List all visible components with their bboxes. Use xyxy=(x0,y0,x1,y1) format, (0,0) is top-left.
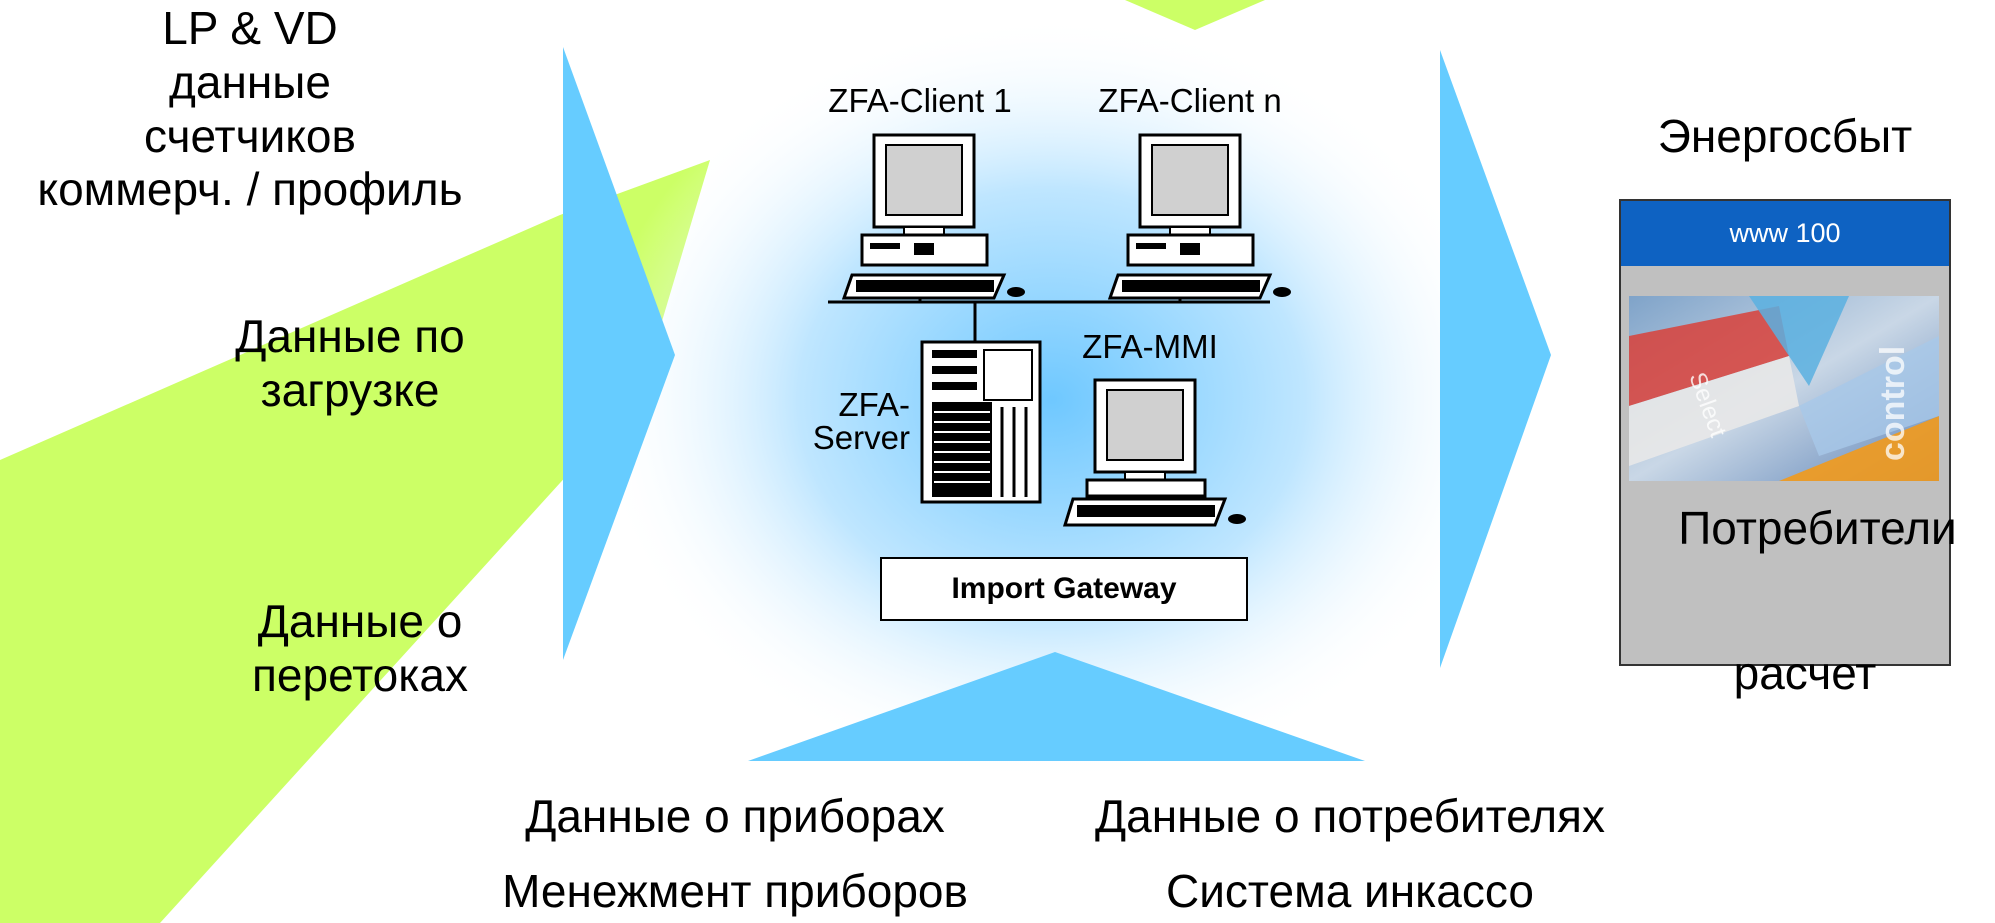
green-beam xyxy=(0,160,710,923)
computer-client1-icon xyxy=(841,133,1025,300)
meter-data-line-3: счетчиков xyxy=(144,109,356,162)
load-data-line-1: Данные по xyxy=(235,310,465,362)
meter-data-line-2: данные xyxy=(169,55,331,108)
green-wedge-top xyxy=(1125,0,1265,30)
import-gateway-label: Import Gateway xyxy=(951,572,1177,605)
www-panel: www 100 Select control xyxy=(1619,199,1951,666)
clientn-label: ZFA-Client n xyxy=(1098,82,1282,119)
billing-label: расчет xyxy=(1733,647,1877,699)
product-image: Select control xyxy=(1629,296,1939,481)
consumers-data-label: Данные о потребителях xyxy=(1095,790,1605,842)
image-word-control: control xyxy=(1874,346,1912,461)
left-arrow xyxy=(563,47,675,660)
collection-label: Система инкассо xyxy=(1166,865,1534,917)
client1-label: ZFA-Client 1 xyxy=(828,82,1012,119)
computer-mmi-icon xyxy=(1062,378,1246,527)
blue-glow xyxy=(592,15,1512,785)
load-data-label: Данные по загрузке xyxy=(200,310,500,418)
computer-clientn-icon xyxy=(1107,133,1291,300)
flow-data-line-1: Данные о xyxy=(257,595,463,647)
meter-data-label: LP & VD данные счетчиков коммерч. / проф… xyxy=(0,2,500,217)
devices-data-label: Данные о приборах xyxy=(525,790,945,842)
www-bar: www 100 xyxy=(1621,201,1949,266)
load-data-line-2: загрузке xyxy=(260,363,440,416)
mmi-label: ZFA-MMI xyxy=(1082,328,1218,365)
flow-data-line-2: перетоках xyxy=(252,648,468,701)
import-gateway-box: Import Gateway xyxy=(880,557,1248,621)
server-label: ZFA- Server xyxy=(780,388,910,454)
energosbyt-label: Энергосбыт xyxy=(1657,110,1913,162)
right-arrow xyxy=(1440,50,1551,668)
server-tower-icon xyxy=(920,340,1042,504)
meter-data-line-4: коммерч. / профиль xyxy=(37,163,463,216)
server-label-line-2: Server xyxy=(812,419,910,456)
www-label: www 100 xyxy=(1729,218,1841,248)
consumers-label: Потребители xyxy=(1678,502,1957,554)
bottom-arrow xyxy=(748,652,1365,761)
server-label-line-1: ZFA- xyxy=(838,386,911,423)
meter-data-line-1: LP & VD xyxy=(162,2,338,54)
devices-mgmt-label: Менежмент приборов xyxy=(502,865,968,917)
flow-data-label: Данные о перетоках xyxy=(220,595,500,703)
